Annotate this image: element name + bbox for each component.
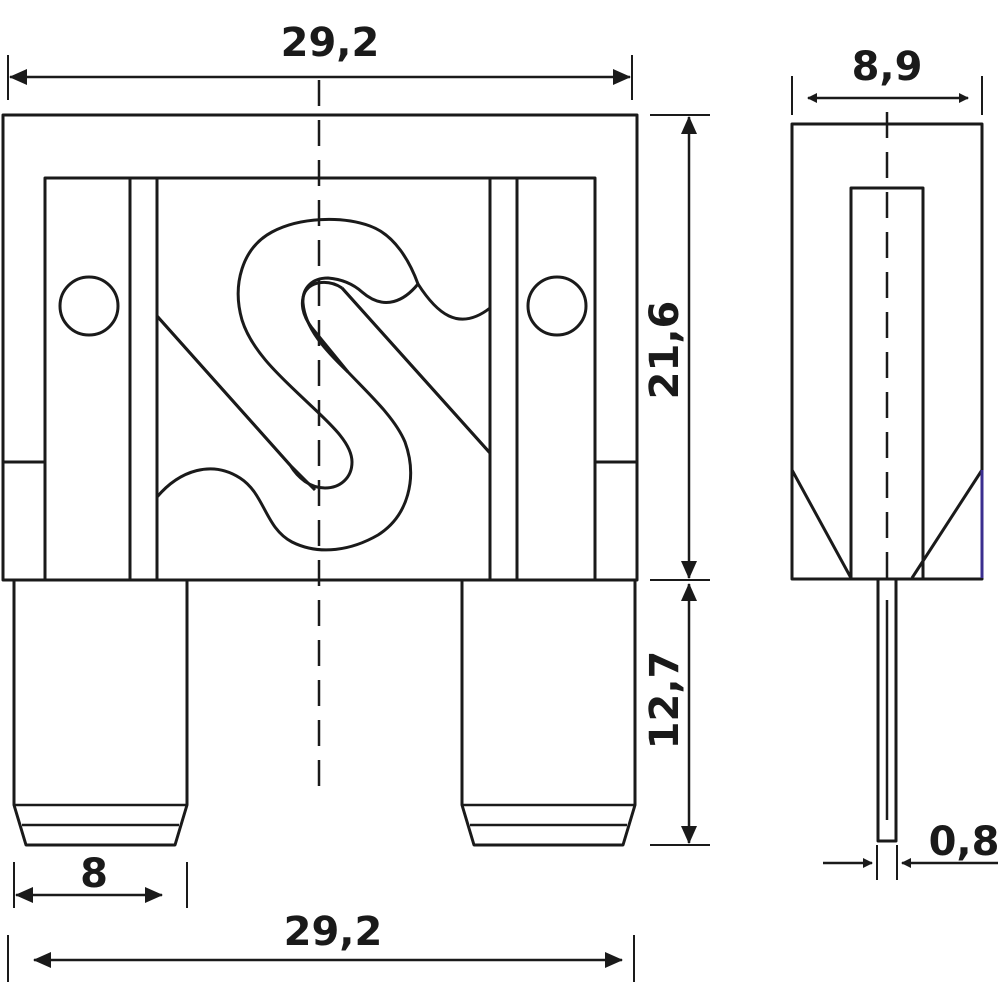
bottom-width-label: 29,2	[284, 909, 383, 955]
terminal-width-label: 8	[80, 851, 108, 897]
left-terminal	[12, 580, 189, 847]
blade-thickness-label: 0,8	[929, 819, 1000, 865]
side-right-taper	[910, 469, 984, 579]
fuse-element	[155, 178, 492, 580]
terminal-length-label: 12,7	[642, 651, 688, 750]
side-dimensions: 8,9 0,8	[791, 44, 1000, 880]
right-terminal	[460, 580, 637, 847]
right-hole	[526, 275, 588, 337]
right-diagonal	[340, 286, 492, 455]
front-dimensions: 29,2 21,6 12,7 8 29,2	[7, 20, 710, 982]
side-left-taper	[790, 469, 853, 579]
side-blade	[876, 577, 898, 843]
top-width-label: 29,2	[281, 20, 380, 66]
side-view	[790, 112, 984, 843]
left-hole	[58, 275, 120, 337]
front-view	[1, 80, 639, 847]
side-width-label: 8,9	[852, 44, 923, 90]
body-height-label: 21,6	[642, 301, 688, 400]
left-diagonal	[155, 315, 292, 466]
